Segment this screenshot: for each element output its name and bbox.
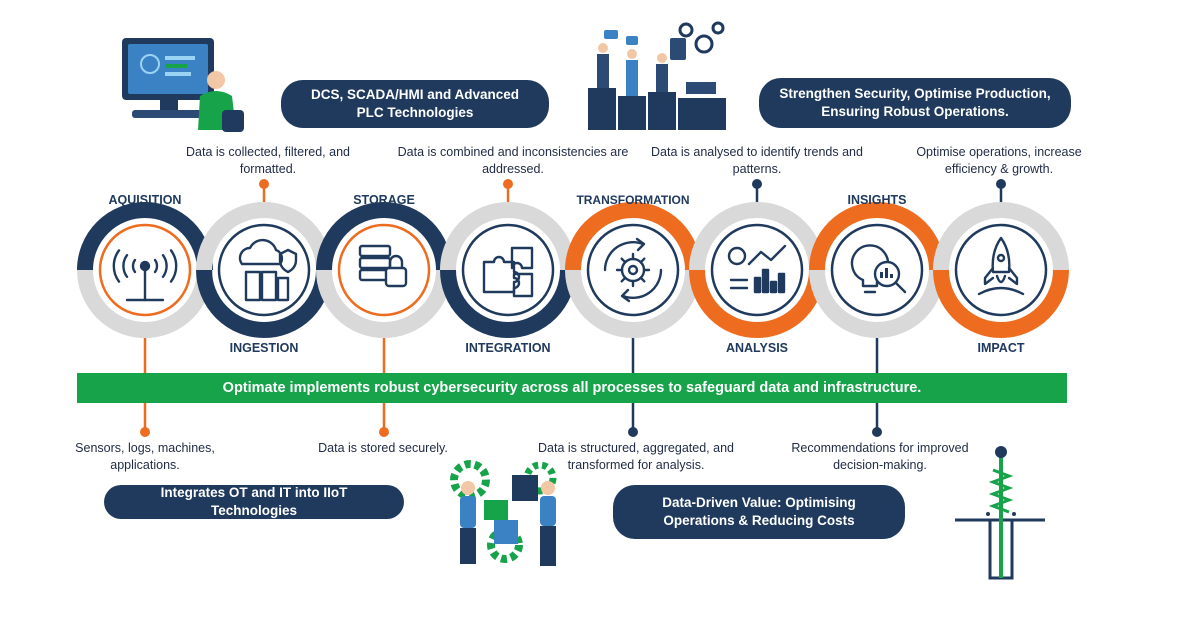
stage-label-integration: INTEGRATION (465, 341, 550, 355)
analytics-icon (727, 244, 787, 294)
cybersecurity-banner: Optimate implements robust cybersecurity… (77, 373, 1067, 403)
connector-impact (996, 179, 1006, 202)
antenna-icon (112, 249, 178, 302)
integration-note: Data is combined and inconsistencies are… (397, 145, 629, 176)
team-podium-illustration (588, 21, 726, 130)
connector-ingestion (259, 179, 269, 202)
stage-ring-integration (440, 202, 576, 338)
connector-integration (503, 179, 513, 202)
stage-ring-ingestion (196, 202, 332, 338)
rocket-icon (977, 236, 1025, 296)
lightbulb-icon (850, 244, 907, 294)
data-driven-value-pill: Data-Driven Value: Optimising Operations… (613, 485, 905, 539)
gear-cycle-icon (603, 237, 663, 303)
cloud-server-icon (238, 238, 298, 302)
puzzle-icon (482, 246, 534, 298)
impact-note: Optimise operations, increase efficiency… (916, 145, 1082, 176)
storage-note: Data is stored securely. (318, 441, 448, 455)
aquisition-note: Sensors, logs, machines, applications. (75, 441, 215, 472)
operator-monitor-illustration (122, 38, 244, 132)
stage-label-analysis: ANALYSIS (726, 341, 788, 355)
stage-ring-transformation (565, 202, 701, 338)
stage-label-insights: INSIGHTS (847, 193, 906, 207)
ingestion-note: Data is collected, filtered, and formatt… (186, 145, 350, 176)
analysis-note: Data is analysed to identify trends and … (651, 145, 863, 176)
stage-label-transformation: TRANSFORMATION (576, 193, 689, 207)
stage-label-storage: STORAGE (353, 193, 415, 207)
transformation-note: Data is structured, aggregated, and tran… (538, 441, 734, 472)
drill-well-illustration (955, 446, 1045, 580)
ot-it-pill: Integrates OT and IT into IIoT Technolog… (104, 485, 404, 519)
stage-label-aquisition: AQUISITION (109, 193, 182, 207)
dcs-scada-pill: DCS, SCADA/HMI and Advanced PLC Technolo… (281, 80, 549, 128)
connector-analysis (752, 179, 762, 202)
stage-ring-impact (933, 202, 1069, 338)
security-pill: Strengthen Security, Optimise Production… (759, 78, 1071, 128)
stage-label-impact: IMPACT (978, 341, 1025, 355)
puzzle-team-illustration (450, 460, 557, 566)
secure-server-icon (358, 244, 408, 288)
insights-note: Recommendations for improved decision-ma… (791, 441, 969, 472)
stage-ring-analysis (689, 202, 825, 338)
stage-label-ingestion: INGESTION (230, 341, 299, 355)
